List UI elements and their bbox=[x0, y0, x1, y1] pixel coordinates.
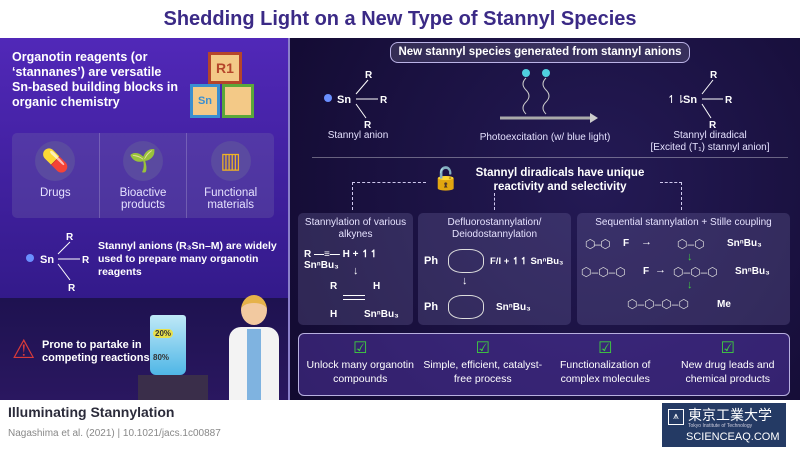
reaction-box-alkynes: Stannylation of various alkynes R —≡— H … bbox=[298, 213, 413, 325]
page-title: Shedding Light on a New Type of Stannyl … bbox=[163, 7, 637, 30]
benefit-item: ☑Simple, efficient, catalyst-free proces… bbox=[423, 340, 543, 385]
arrow-right-icon: → bbox=[655, 264, 666, 276]
checkbox-checked-icon: ☑ bbox=[598, 340, 613, 357]
checkbox-checked-icon: ☑ bbox=[720, 340, 735, 357]
photoexcitation-arrow-icon bbox=[500, 69, 598, 123]
svg-text:R: R bbox=[725, 95, 733, 106]
double-bond bbox=[343, 295, 365, 300]
watermark: SCIENCEAQ.COM bbox=[686, 431, 780, 443]
footer-title: Illuminating Stannylation bbox=[8, 404, 175, 420]
green-arrow-down-icon: ↓ bbox=[687, 279, 693, 291]
application-bioactive: 🌱 Bioactive products bbox=[100, 133, 188, 218]
anion-charge-icon bbox=[26, 254, 34, 262]
connector-right bbox=[660, 182, 682, 210]
anion-text: Stannyl anions (R₃Sn–M) are widely used … bbox=[98, 240, 277, 278]
svg-text:R: R bbox=[710, 70, 718, 81]
connector-left bbox=[352, 182, 426, 210]
citation: Nagashima et al. (2021) | 10.1021/jacs.1… bbox=[8, 428, 221, 439]
green-arrow-down-icon: ↓ bbox=[687, 251, 693, 263]
divider bbox=[312, 157, 788, 158]
stannyl-diradical-structure: ↿⇂ Sn R R R bbox=[667, 70, 733, 130]
sn-atom: Sn bbox=[40, 254, 54, 266]
table bbox=[138, 375, 208, 400]
benefit-item: ☑New drug leads and chemical products bbox=[667, 334, 790, 395]
benzene-ring bbox=[448, 295, 484, 319]
benefit-item: ☑Functionalization of complex molecules bbox=[544, 334, 667, 395]
svg-text:Sn: Sn bbox=[337, 94, 351, 106]
benefits-panel: ☑Unlock many organotin compounds ☑Simple… bbox=[298, 333, 790, 396]
plant-hand-icon: 🌱 bbox=[123, 141, 163, 181]
reaction-box-stille: Sequential stannylation + Stille couplin… bbox=[577, 213, 790, 325]
arrow-down-icon: ↓ bbox=[462, 275, 468, 287]
arrow-right-icon: → bbox=[641, 236, 652, 248]
anion-charge-icon bbox=[324, 94, 332, 102]
benefit-item: ☑Unlock many organotin compounds bbox=[299, 334, 422, 395]
svg-text:R: R bbox=[66, 232, 74, 243]
scientist-illustration bbox=[225, 295, 285, 400]
application-drugs: 💊 Drugs bbox=[12, 133, 100, 218]
checkbox-checked-icon: ☑ bbox=[353, 340, 368, 357]
applications-panel: 💊 Drugs 🌱 Bioactive products ▥ Functiona… bbox=[12, 133, 274, 218]
building-blocks-icon: R1 Sn bbox=[188, 52, 260, 122]
drug-bottle-icon: 💊 bbox=[35, 141, 76, 181]
application-materials: ▥ Functional materials bbox=[187, 133, 274, 218]
divider bbox=[288, 38, 290, 400]
stannyl-anion-structure: Sn R R R bbox=[324, 70, 388, 130]
svg-text:Sn: Sn bbox=[683, 94, 697, 106]
svg-text:R: R bbox=[365, 70, 373, 81]
layers-icon: ▥ bbox=[210, 141, 251, 181]
stannyl-anion-structure-left: Sn R R R bbox=[26, 232, 90, 294]
intro-text: Organotin reagents (or ‘stannanes’) are … bbox=[12, 50, 178, 109]
university-logo: ⩚ 東京工業大学 Tokyo Institute of Technology S… bbox=[662, 403, 786, 447]
photoexcitation-label: Photoexcitation (w/ blue light) bbox=[479, 132, 611, 143]
warning-text: Prone to partake in competing reactions bbox=[42, 339, 150, 364]
arrow-down-icon: ↓ bbox=[353, 265, 359, 277]
spin-arrows-icon: ↿⇂ bbox=[667, 93, 685, 106]
section-header: New stannyl species generated from stann… bbox=[390, 42, 690, 63]
doi: 10.1021/jacs.1c00887 bbox=[122, 428, 221, 439]
connector-mid bbox=[494, 193, 495, 210]
unlock-icon: 🔓 bbox=[432, 166, 460, 191]
checkbox-checked-icon: ☑ bbox=[475, 340, 490, 357]
logo-emblem-icon: ⩚ bbox=[668, 409, 684, 425]
ring-block bbox=[222, 84, 254, 118]
beaker-icon: 20% 80% bbox=[150, 315, 186, 375]
warning-icon: ⚠ bbox=[12, 334, 36, 364]
svg-text:R: R bbox=[364, 120, 372, 130]
right-panel bbox=[290, 38, 800, 400]
unique-text: Stannyl diradicals have unique reactivit… bbox=[475, 167, 645, 193]
svg-text:R: R bbox=[82, 255, 90, 266]
stannyl-diradical-label: Stannyl diradical[Excited (T₁) stannyl a… bbox=[650, 130, 770, 153]
stannyl-anion-label: Stannyl anion bbox=[327, 130, 389, 141]
svg-text:R: R bbox=[709, 120, 717, 130]
reaction-box-defluoro: Defluorostannylation/ Deiodostannylation… bbox=[418, 213, 571, 325]
benzene-ring bbox=[448, 249, 484, 273]
svg-text:R: R bbox=[68, 283, 76, 294]
svg-text:R: R bbox=[380, 95, 388, 106]
